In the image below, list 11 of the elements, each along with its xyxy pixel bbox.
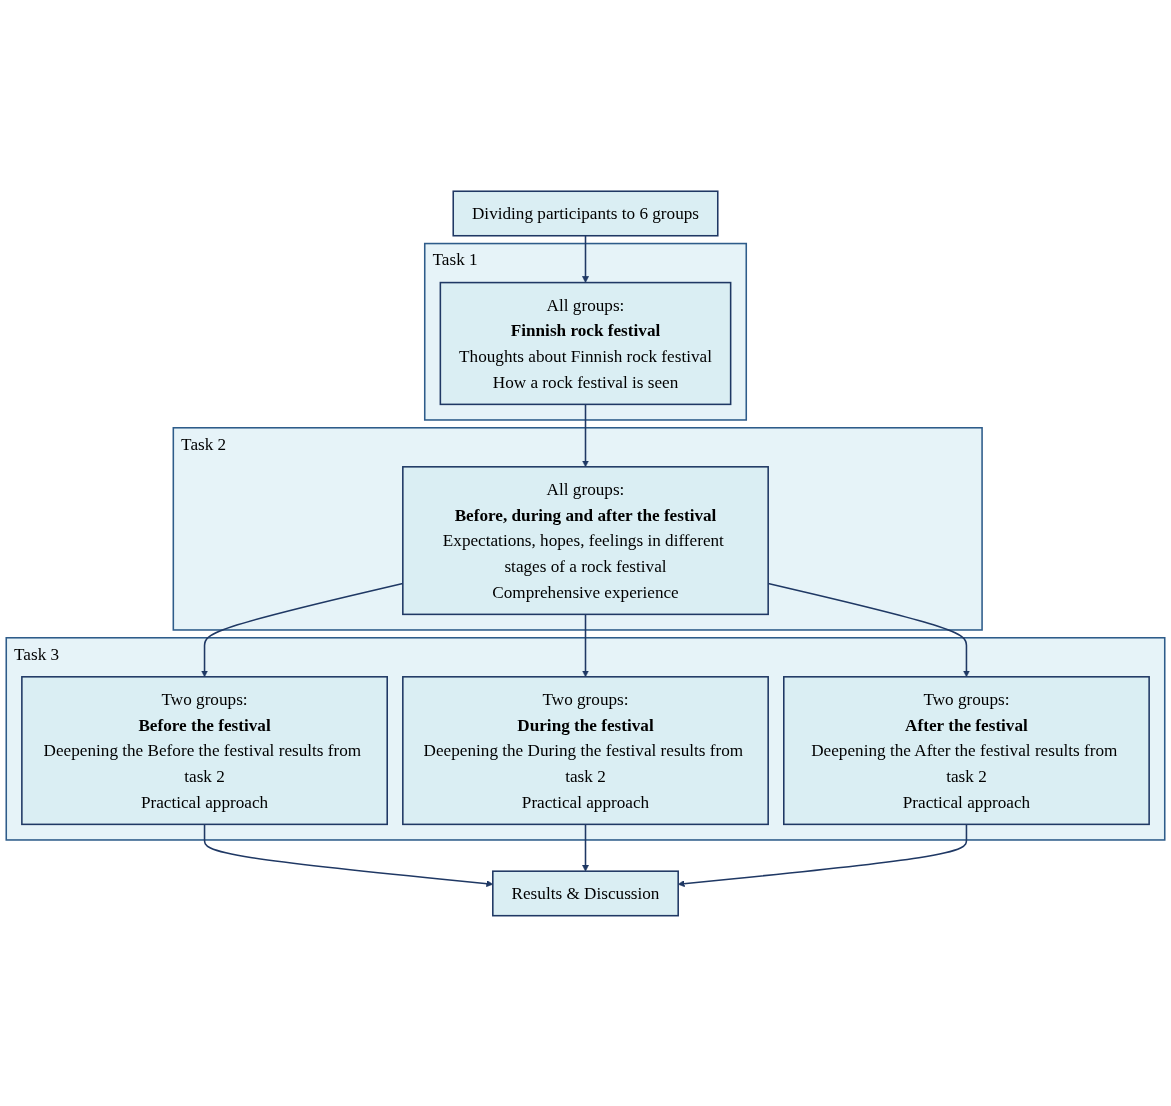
node-box: Dividing participants to 6 groups [452,190,719,237]
node-box: Two groups: During the festival Deepening the During the festival results from task 2 Practical approach [402,675,769,825]
node-box: All groups: Finnish rock festival Thoughts about Finnish rock festival How a rock festival is seen [439,281,732,405]
node-box: Results & Discussion [492,869,679,916]
arrow [582,403,589,467]
arrow [582,234,589,283]
node-box: All groups: Before, during and after the festival Expectations, hopes, feelings in different stages of a rock festival Comprehensive experience [402,465,769,615]
node-box: Two groups: Before the festival Deepening the Before the festival results from task 2 Practical approach [21,675,388,825]
node-box: Two groups: After the festival Deepening the After the festival results from task 2 Practical approach [783,675,1150,825]
arrow [582,823,589,872]
arrow [582,613,589,677]
